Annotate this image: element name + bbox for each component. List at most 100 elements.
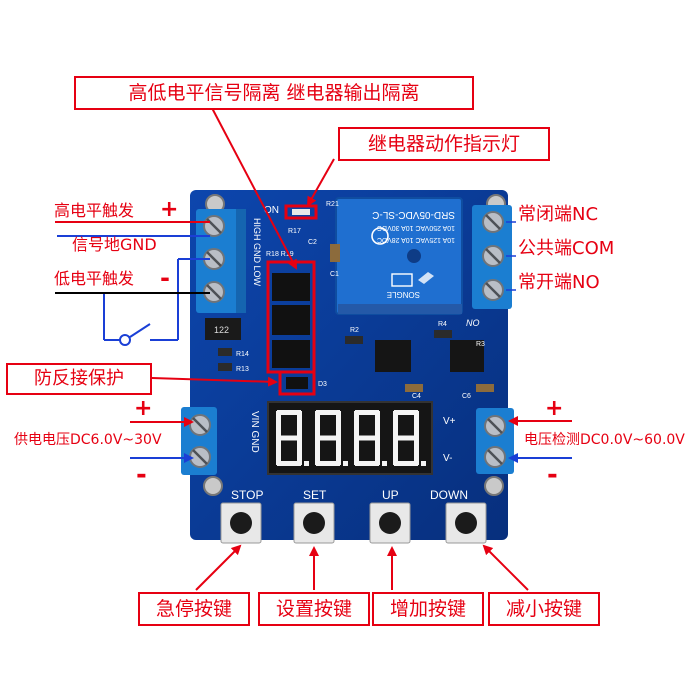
down-callout: 减小按键 [488,592,600,626]
button-down [445,502,487,544]
silk-d3: D3 [318,381,327,388]
relay-brand: SONGLE [387,290,420,299]
display-segment [277,410,301,415]
display-segment [316,435,340,441]
transistor [450,340,484,372]
callout-arrows [130,107,572,591]
capacitor [476,384,494,392]
display-segment [393,411,398,438]
display-segment [355,410,379,415]
silk-r13: R13 [236,366,249,373]
high-level-trigger-label: 高电平触发 [54,201,135,220]
silk-no: NO [466,318,480,328]
vdetect-terminal-block [476,408,514,474]
display-segment [375,411,380,438]
display-segment [393,438,398,465]
silk-v-minus: V- [443,453,452,464]
display-segment [297,411,302,438]
silk-r21: R21 [326,201,339,208]
diode-box [278,370,316,396]
silk-r4: R4 [438,321,447,328]
silk-high-gnd-low: HIGH GND LOW [252,218,262,287]
silk-down: DOWN [430,488,468,502]
com-label: 公共端COM [518,238,615,259]
relay-rating-1: 10A 250VAC 10A 30VDC [377,224,455,231]
display-segment [354,438,359,465]
relay-indicator-callout: 继电器动作指示灯 [338,127,550,161]
reverse-protection-callout-text: 防反接保护 [34,368,124,389]
display-segment [316,461,340,466]
low-trigger-wiring [55,221,210,346]
silk-v-plus: V+ [443,416,456,427]
silk-c1: C1 [330,271,339,278]
silk-vin-gnd: VIN GND [249,411,260,453]
silk-122: 122 [214,325,229,335]
display-segment [354,411,359,438]
power-minus: - [136,460,147,490]
silk-stop: STOP [231,488,263,502]
display-segment [414,411,419,438]
low-level-trigger-label: 低电平触发 [54,269,135,288]
display-segment [277,435,301,441]
up-callout-text: 增加按键 [389,597,466,620]
relay-terminal-block [472,205,512,309]
display-segment [276,438,281,465]
up-callout: 增加按键 [372,592,484,626]
trigger-terminal-block [196,209,246,313]
transistor [375,340,411,372]
set-callout-text: 设置按键 [275,597,352,620]
display-segment [375,438,380,465]
resistor [218,363,232,371]
reverse-protection-callout: 防反接保护 [6,363,152,395]
display-segment [276,411,281,438]
detect-plus: + [545,396,564,421]
signal-gnd-label: 信号地GND [72,235,157,254]
silk-r18r19: R18 R19 [266,251,294,258]
display-segment [355,435,379,441]
capacitor [330,244,340,262]
button-stop [220,502,262,544]
display-segment [394,410,418,415]
detect-minus: - [547,460,558,490]
silk-c4: C4 [412,393,421,400]
silk-c2: C2 [308,239,317,246]
relay-indicator-callout-text: 继电器动作指示灯 [367,132,520,155]
display-segment [297,438,302,465]
silk-r17: R17 [288,228,301,235]
isolation-callout-text: 高低电平信号隔离 继电器输出隔离 [128,81,420,104]
chip-122 [205,318,241,340]
display-decimal-point [421,461,426,466]
button-up [369,502,411,544]
stop-callout: 急停按键 [138,592,250,626]
power-plus: + [134,396,153,421]
mounting-hole [484,476,504,496]
silk-r2: R2 [350,327,359,334]
silk-up: UP [382,488,399,502]
display-segment [315,438,320,465]
silk-r3: R3 [476,341,485,348]
resistor [434,330,452,338]
button-set [293,502,335,544]
display-segment [277,461,301,466]
relay-rating-2: 10A 125VAC 10A 28VDC [377,236,455,243]
isolation-callout: 高低电平信号隔离 继电器输出隔离 [74,76,474,110]
voltage-detect-label: 电压检测DC0.0V~60.0V [524,432,685,448]
silk-r14: R14 [236,351,249,358]
set-callout: 设置按键 [258,592,370,626]
low-level-minus: - [160,264,170,292]
stop-callout-text: 急停按键 [155,597,232,620]
nc-label: 常闭端NC [518,204,599,225]
optocoupler-chips [266,260,316,374]
mounting-hole [203,476,223,496]
silk-set: SET [303,488,327,502]
display-segment [394,461,418,466]
display-decimal-point [343,461,348,466]
display-segment [355,461,379,466]
no-label: 常开端NO [518,272,600,293]
display-segment [414,438,419,465]
indicator-led [292,209,310,215]
silk-on: ON [264,205,279,216]
relay-module [335,197,463,315]
power-supply-label: 供电电压DC6.0V~30V [14,432,162,448]
